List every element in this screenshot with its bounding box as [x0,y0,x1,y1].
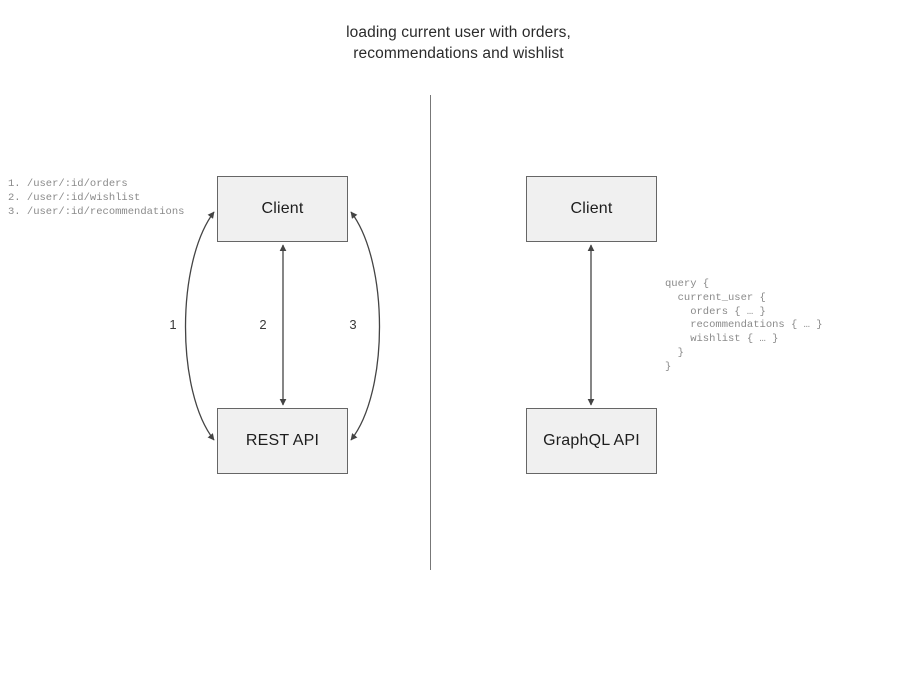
page-title: loading current user with orders, recomm… [0,22,917,64]
rest-edge-2-label: 2 [259,317,267,332]
page-title-line-1: loading current user with orders, [346,24,571,41]
node-rest-api[interactable]: REST API [217,408,348,474]
node-client-graphql-label: Client [570,200,613,217]
node-graphql-api-label: GraphQL API [543,432,640,449]
rest-endpoint-list: 1. /user/:id/orders 2. /user/:id/wishlis… [8,178,185,218]
node-graphql-api[interactable]: GraphQL API [526,408,657,474]
node-client-graphql[interactable]: Client [526,176,657,242]
rest-edge-1 [184,211,215,441]
rest-edge-1-label: 1 [169,317,177,332]
graphql-query-block: query { current_user { orders { … } reco… [665,278,823,373]
node-client-rest[interactable]: Client [217,176,348,242]
page-title-line-2: recommendations and wishlist [353,45,564,62]
node-client-rest-label: Client [261,200,304,217]
panel-divider [430,95,432,570]
rest-edge-3-label: 3 [349,317,357,332]
node-rest-api-label: REST API [245,432,320,449]
